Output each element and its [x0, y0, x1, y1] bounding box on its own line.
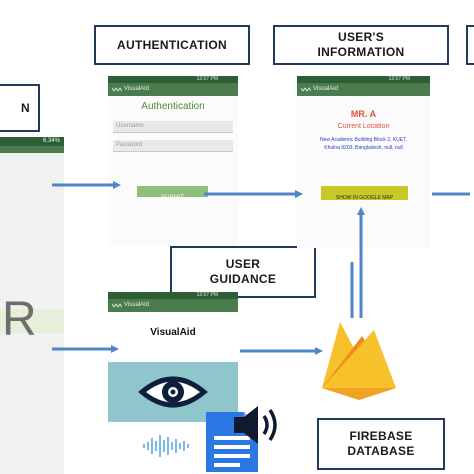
- username-field[interactable]: Username: [113, 121, 233, 133]
- password-placeholder: Password: [116, 142, 143, 148]
- auth-status-text: 12:07 PM: [196, 76, 218, 82]
- left-partial-label: N: [0, 84, 40, 132]
- left-phone-highlight: [0, 309, 64, 333]
- info-status-text: 12:07 PM: [388, 76, 410, 82]
- auth-statusbar: 12:07 PM: [108, 76, 238, 83]
- user-name: MR. A: [350, 109, 377, 119]
- left-phone-screen: 6.34% R: [0, 137, 64, 474]
- guidance-statusbar: 12:07 PM: [108, 292, 238, 299]
- auth-app-name: VisualAid: [124, 86, 149, 92]
- auth-appbar: VisualAid: [108, 83, 238, 96]
- current-location-label: Current Location: [337, 123, 390, 130]
- left-phone-statusbar: 6.34%: [0, 137, 64, 146]
- right-partial-box: [466, 25, 474, 65]
- info-app-name: VisualAid: [313, 86, 338, 92]
- wave-logo-icon: [112, 87, 122, 92]
- firebase-flame-icon: [322, 322, 396, 400]
- user-guidance-label: USER GUIDANCE: [170, 246, 316, 298]
- wave-logo-icon: [301, 87, 311, 92]
- submit-button[interactable]: SUBMIT: [137, 186, 208, 201]
- wave-logo-icon: [112, 303, 122, 308]
- left-phone-big-letter: R: [2, 293, 37, 346]
- left-phone-status-text: 6.34%: [42, 138, 60, 144]
- sound-wave-icon: [143, 435, 189, 457]
- map-button-label: SHOW IN GOOGLE MAP: [335, 195, 394, 201]
- users-information-label: USER'S INFORMATION: [273, 25, 449, 65]
- address-line-2: Khulna 9203, Bangladesh, null, null: [324, 145, 403, 151]
- info-appbar: VisualAid: [297, 83, 430, 96]
- address-line-1: New Academic Building Block 2, KUET,: [320, 137, 407, 143]
- guidance-appbar: VisualAid: [108, 299, 238, 312]
- guidance-status-text: 12:07 PM: [196, 292, 218, 298]
- guidance-app-name: VisualAid: [124, 302, 149, 308]
- eye-icon: [138, 376, 208, 408]
- guidance-title: VisualAid: [150, 327, 196, 338]
- firebase-database-label: FIREBASE DATABASE: [317, 418, 445, 470]
- authentication-label: AUTHENTICATION: [94, 25, 250, 65]
- speaker-icon: [234, 406, 277, 444]
- submit-label: SUBMIT: [161, 195, 184, 201]
- info-statusbar: 12:07 PM: [297, 76, 430, 83]
- show-in-google-map-button[interactable]: SHOW IN GOOGLE MAP: [321, 186, 408, 201]
- username-placeholder: Username: [116, 123, 144, 129]
- password-field[interactable]: Password: [113, 140, 233, 152]
- authentication-screen: 12:07 PM VisualAid Authentication Userna…: [108, 76, 238, 246]
- users-information-screen: 12:07 PM VisualAid MR. A Current Locatio…: [297, 76, 430, 248]
- left-phone-appbar: [0, 146, 64, 153]
- auth-title: Authentication: [141, 101, 205, 112]
